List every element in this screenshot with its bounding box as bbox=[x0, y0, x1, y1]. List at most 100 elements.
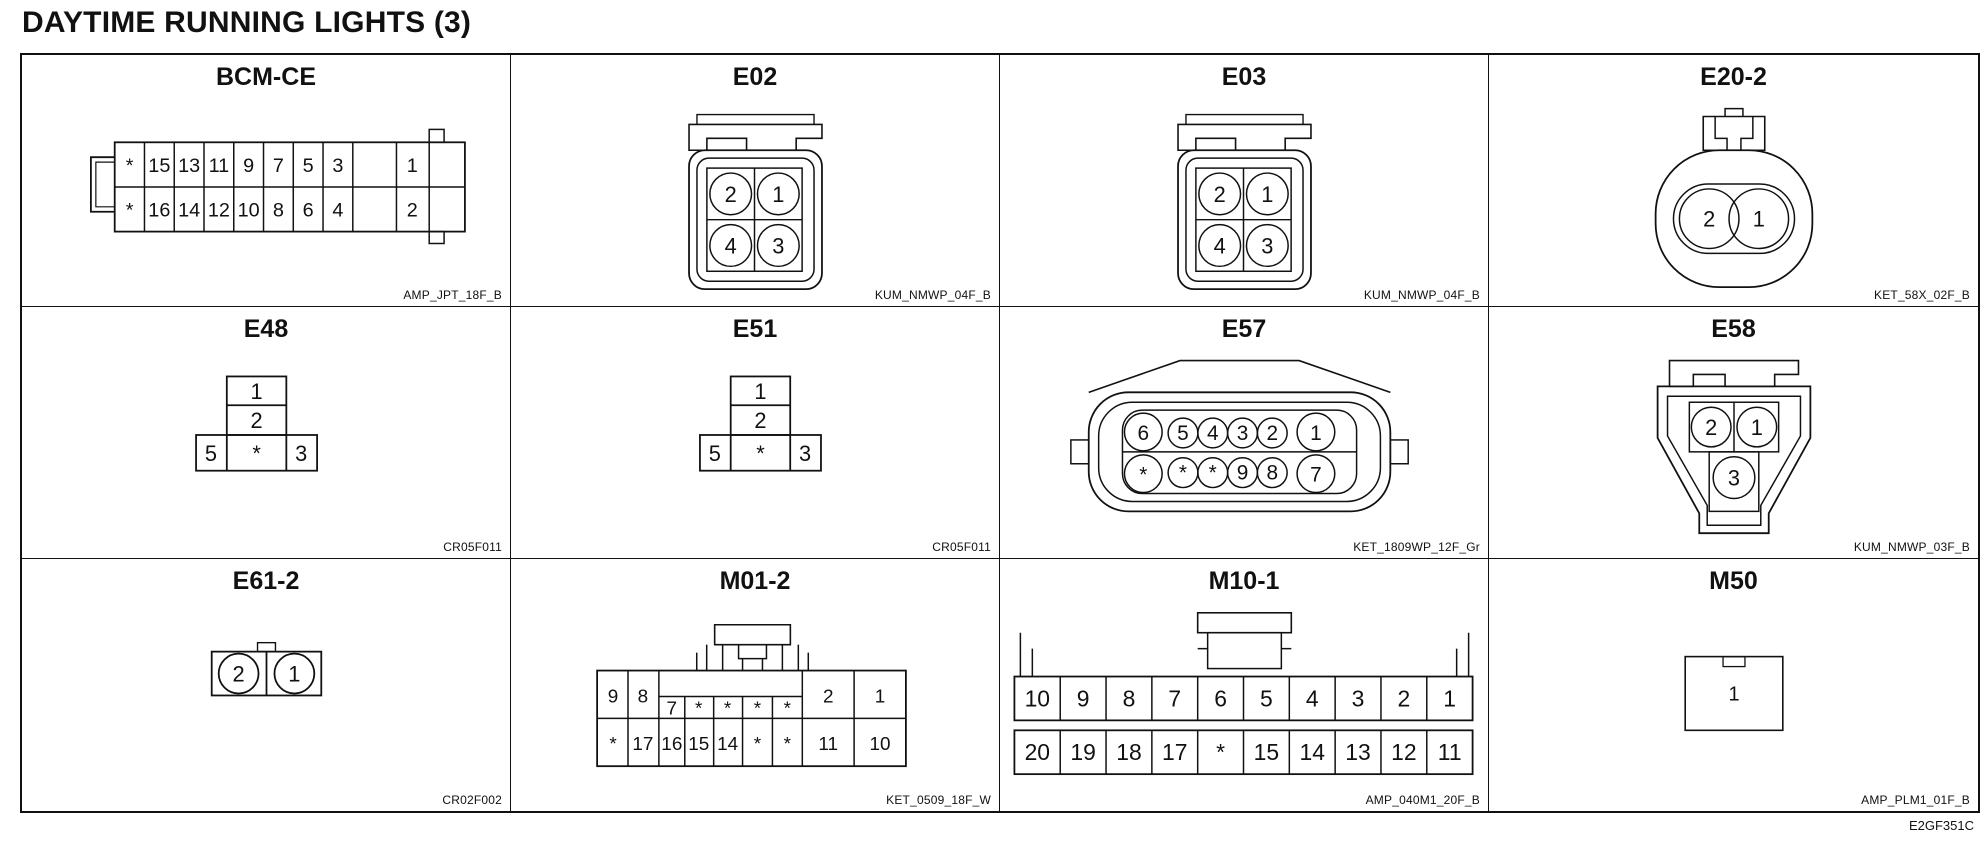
connector-diagram-e02: 2 1 4 3 bbox=[688, 113, 823, 291]
pin-label: 2 bbox=[1266, 422, 1278, 445]
pin-label: * bbox=[252, 441, 261, 466]
pin-label: 1 bbox=[1443, 685, 1456, 711]
pin-label: 9 bbox=[1077, 685, 1090, 711]
connector-name: E20-2 bbox=[1700, 63, 1767, 91]
pin-label: 4 bbox=[725, 233, 737, 258]
connector-cell-e58: E58 2 1 3 KUM_NMWP_03F_B bbox=[1489, 307, 1978, 559]
pin-label: 7 bbox=[1168, 685, 1181, 711]
pin-label: 7 bbox=[667, 698, 678, 719]
pin-label: * bbox=[609, 734, 617, 755]
pin-label: 16 bbox=[148, 200, 170, 222]
pin-label: 8 bbox=[1123, 685, 1136, 711]
connector-diagram-e61-2: 2 1 bbox=[210, 641, 323, 697]
pin-label: * bbox=[126, 200, 134, 222]
pin-label: 2 bbox=[407, 200, 418, 222]
pin-label: 19 bbox=[1070, 739, 1095, 765]
pin-label: 9 bbox=[608, 686, 619, 707]
connector-code: KET_0509_18F_W bbox=[886, 793, 991, 807]
pin-label: 1 bbox=[1728, 683, 1739, 705]
pin-label: * bbox=[784, 734, 792, 755]
connector-grid: BCM-CE * 15 13 11 9 7 5 bbox=[20, 53, 1980, 813]
pin-label: * bbox=[754, 734, 762, 755]
connector-name: M01-2 bbox=[719, 567, 791, 595]
connector-cell-e02: E02 2 1 4 3 KUM_NMWP_04F_B bbox=[511, 55, 1000, 307]
pin-label: * bbox=[695, 698, 703, 719]
pin-label: 16 bbox=[661, 734, 682, 755]
connector-code: AMP_PLM1_01F_B bbox=[1861, 793, 1970, 807]
pin-label: 2 bbox=[1397, 685, 1410, 711]
pin-label: 10 bbox=[1025, 685, 1050, 711]
connector-name: E57 bbox=[1221, 315, 1267, 343]
pin-label: * bbox=[724, 698, 732, 719]
figure-code: E2GF351C bbox=[1908, 818, 1974, 833]
pin-label: 1 bbox=[1753, 207, 1765, 232]
connector-code: KET_58X_02F_B bbox=[1874, 288, 1970, 302]
pin-label: 2 bbox=[233, 662, 245, 687]
pin-label: 5 bbox=[1177, 422, 1189, 445]
connector-diagram-e03: 2 1 4 3 bbox=[1177, 113, 1312, 291]
pin-label: 15 bbox=[1254, 739, 1279, 765]
pin-label: 18 bbox=[1116, 739, 1141, 765]
pin-label: 4 bbox=[1214, 233, 1226, 258]
pin-label: 1 bbox=[251, 379, 263, 404]
pin-label: 1 bbox=[754, 379, 766, 404]
pin-label: 7 bbox=[1310, 464, 1322, 487]
pin-label: 3 bbox=[1352, 685, 1365, 711]
connector-cell-e03: E03 2 1 4 3 KUM_NMWP_04F_B bbox=[1000, 55, 1489, 307]
connector-name: M50 bbox=[1709, 567, 1758, 595]
pin-label: 5 bbox=[709, 441, 721, 466]
pin-label: * bbox=[756, 441, 765, 466]
connector-diagram-m50: 1 bbox=[1684, 655, 1784, 732]
connector-name: E02 bbox=[732, 63, 778, 91]
pin-label: 8 bbox=[638, 686, 649, 707]
connector-name: E51 bbox=[732, 315, 778, 343]
pin-label: 14 bbox=[1299, 739, 1325, 765]
connector-name: M10-1 bbox=[1208, 567, 1280, 595]
page-title: DAYTIME RUNNING LIGHTS (3) bbox=[22, 6, 472, 39]
pin-label: 2 bbox=[1705, 415, 1717, 440]
pin-label: 2 bbox=[1703, 207, 1715, 232]
pin-label: 14 bbox=[717, 734, 738, 755]
pin-label: 6 bbox=[303, 200, 314, 222]
pin-label: 3 bbox=[1728, 466, 1740, 491]
pin-label: 3 bbox=[1237, 422, 1249, 445]
pin-label: 5 bbox=[205, 441, 217, 466]
pin-label: * bbox=[1216, 739, 1225, 765]
pin-label: * bbox=[754, 698, 762, 719]
pin-label: 3 bbox=[295, 441, 307, 466]
pin-label: 3 bbox=[772, 233, 784, 258]
connector-cell-e48: E48 1 2 5 * 3 CR05F011 bbox=[22, 307, 511, 559]
pin-label: 8 bbox=[1266, 462, 1278, 485]
connector-code: KET_1809WP_12F_Gr bbox=[1353, 540, 1480, 554]
connector-cell-m50: M50 1 AMP_PLM1_01F_B bbox=[1489, 559, 1978, 811]
pin-label: 1 bbox=[1751, 415, 1763, 440]
connector-cell-m01-2: M01-2 9 8 7 * * * * bbox=[511, 559, 1000, 811]
pin-label: 9 bbox=[1237, 462, 1249, 485]
pin-label: 13 bbox=[178, 155, 200, 177]
pin-label: 1 bbox=[1261, 182, 1273, 207]
connector-code: CR05F011 bbox=[932, 540, 991, 554]
connector-cell-m10-1: M10-1 10 9 8 bbox=[1000, 559, 1489, 811]
pin-label: 13 bbox=[1345, 739, 1370, 765]
pin-label: 7 bbox=[273, 155, 284, 177]
pin-label: 17 bbox=[1162, 739, 1187, 765]
connector-cell-e57: E57 6 5 4 3 2 1 * * bbox=[1000, 307, 1489, 559]
pin-label: 2 bbox=[754, 408, 766, 433]
pin-label: 10 bbox=[238, 200, 260, 222]
pin-label: 2 bbox=[823, 686, 834, 707]
connector-diagram-e58: 2 1 3 bbox=[1656, 359, 1812, 535]
pin-label: * bbox=[1209, 462, 1217, 485]
connector-name: E58 bbox=[1711, 315, 1756, 343]
pin-lines bbox=[143, 142, 430, 232]
connector-diagram-m01-2: 9 8 7 * * * * 2 1 * 17 16 15 14 * * 11 1… bbox=[596, 623, 907, 768]
pin-label: 4 bbox=[332, 200, 343, 222]
pin-label: 11 bbox=[1438, 739, 1462, 765]
pin-label: 15 bbox=[148, 155, 170, 177]
pin-label: 11 bbox=[209, 155, 230, 177]
connector-code: AMP_040M1_20F_B bbox=[1365, 793, 1480, 807]
pin-label: 14 bbox=[178, 200, 200, 222]
pin-label: * bbox=[784, 698, 792, 719]
connector-cell-e51: E51 1 2 5 * 3 CR05F011 bbox=[511, 307, 1000, 559]
pin-label: 4 bbox=[1207, 422, 1219, 445]
pin-label: 4 bbox=[1306, 685, 1319, 711]
